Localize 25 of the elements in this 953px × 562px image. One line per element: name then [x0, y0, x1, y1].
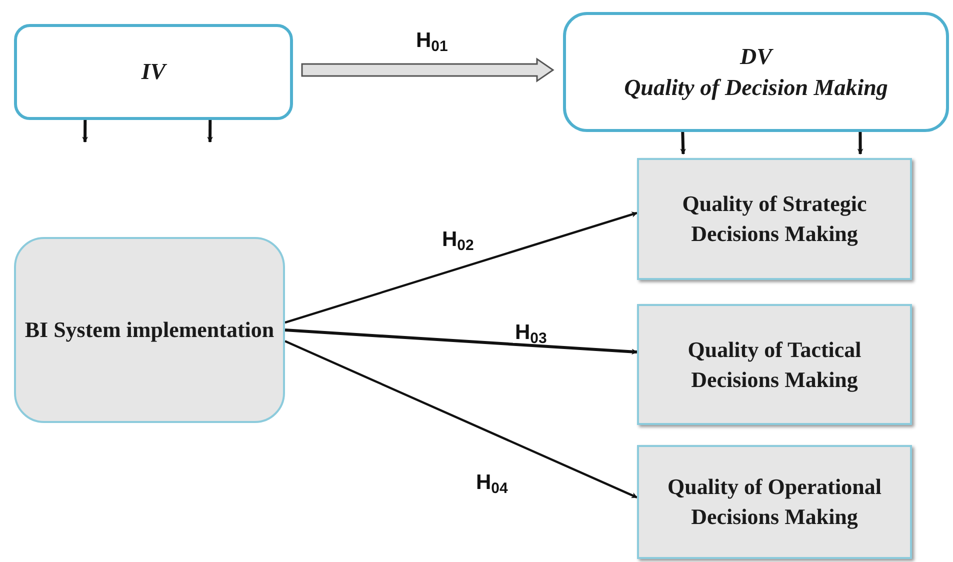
- node-text: DV: [740, 42, 772, 71]
- edge-label: H$_{04}$: [474, 472, 510, 493]
- edge-label: H$_{01}$: [414, 30, 450, 51]
- arrow: [857, 132, 864, 155]
- process-box: [14, 237, 285, 423]
- node-text: Quality of Tactical Decisions Making: [686, 336, 862, 394]
- edge-label: H$_{03}$: [513, 322, 549, 343]
- arrow: [284, 328, 638, 355]
- edge-label: H$_{02}$: [440, 229, 476, 250]
- node-text: Quality of Operational Decisions Making: [666, 473, 882, 531]
- node-text: BI System implementation: [24, 316, 274, 344]
- node-text: IV: [141, 58, 166, 86]
- variable-box: [563, 12, 949, 132]
- block-arrow: [301, 58, 554, 82]
- arrow: [207, 120, 214, 143]
- variable-box: [14, 24, 293, 120]
- node-text: Quality of Strategic Decisions Making: [681, 190, 868, 248]
- arrow: [82, 120, 88, 143]
- arrow: [680, 132, 686, 155]
- node-text: Quality of Decision Making: [624, 74, 888, 102]
- process-box: [637, 445, 912, 559]
- process-box: [637, 304, 912, 425]
- arrow: [284, 340, 638, 498]
- arrow: [284, 212, 638, 324]
- process-box: [637, 158, 912, 280]
